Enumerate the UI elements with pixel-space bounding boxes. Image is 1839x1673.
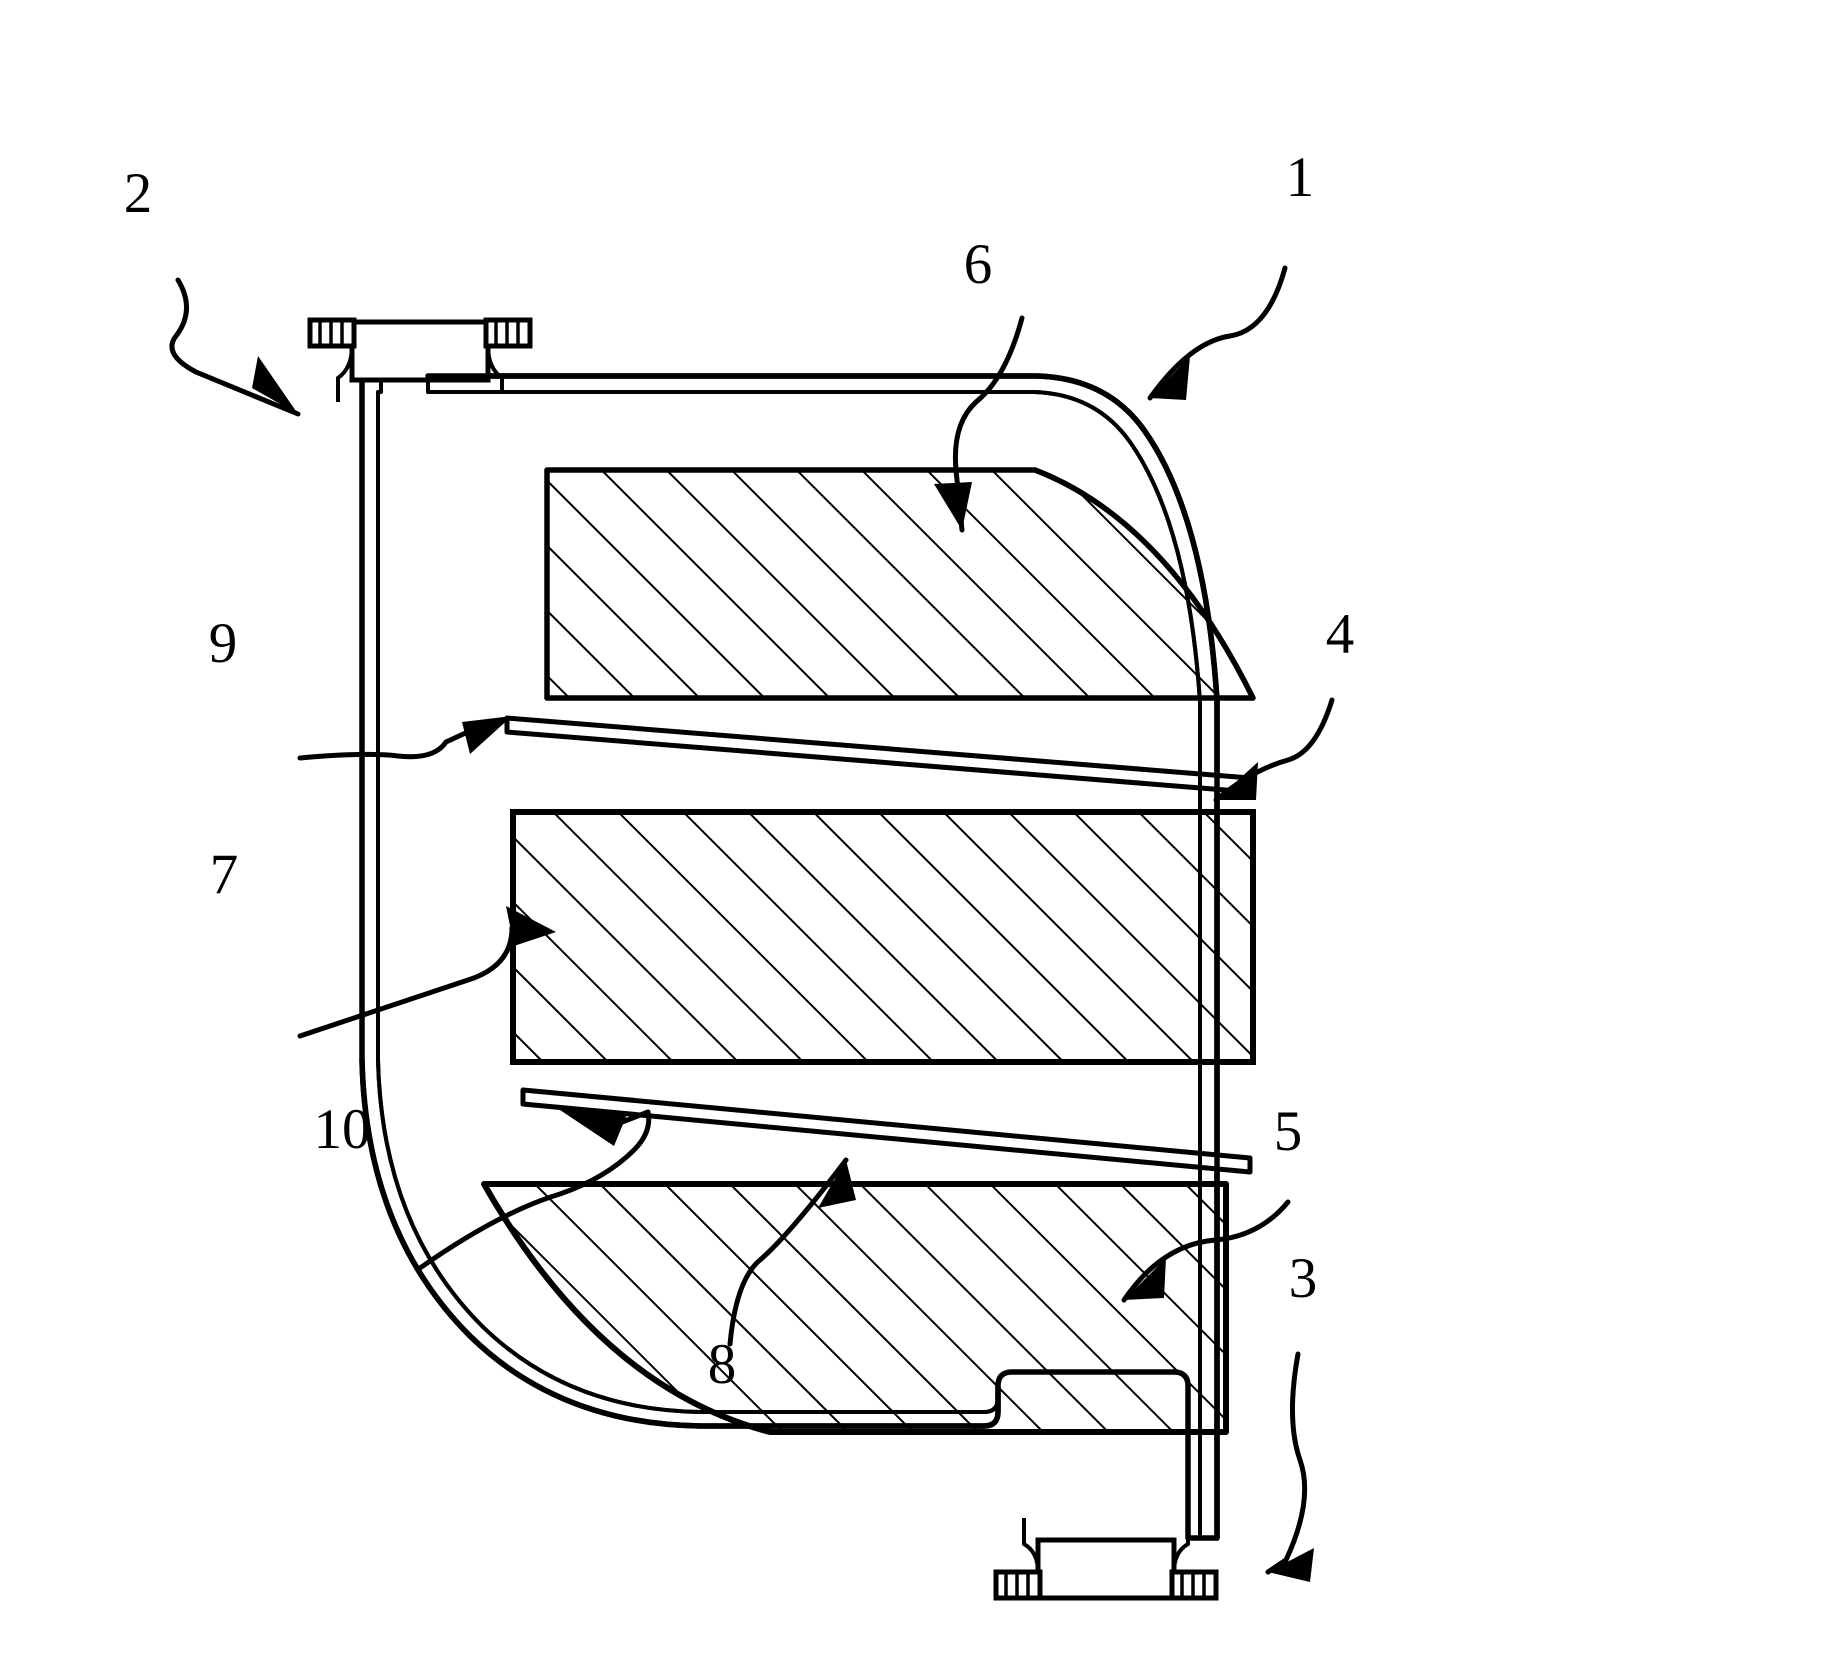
leader-10 [417, 1109, 652, 1271]
numeral-8: 8 [708, 1333, 737, 1396]
leader-3 [1265, 1351, 1308, 1575]
lower-module [481, 1181, 1229, 1435]
arrowhead-6 [934, 482, 972, 530]
arrowhead-4 [1216, 762, 1258, 800]
leader-1 [1147, 265, 1288, 401]
leader-8 [727, 1157, 849, 1347]
arrowhead-10 [560, 1110, 628, 1146]
leader-10b [609, 1109, 651, 1129]
reference-numerals: 1 2 3 4 5 6 7 8 9 10 [124, 146, 1355, 1396]
arrowhead-5 [1124, 1258, 1166, 1300]
numeral-6: 6 [964, 233, 993, 296]
leader-9 [297, 739, 449, 761]
leader-6 [952, 315, 1025, 533]
arrowhead-7 [506, 906, 556, 946]
leader-lines [169, 265, 1335, 1582]
leader-5 [1121, 1199, 1291, 1303]
numeral-7: 7 [210, 843, 239, 906]
middle-module-body [510, 809, 1256, 1065]
arrowhead-3 [1268, 1548, 1314, 1582]
numeral-4: 4 [1326, 603, 1355, 666]
shell-lower-left-outer-overlay [359, 1057, 1001, 1429]
upper-baffle-plate [504, 715, 1253, 795]
top-flange-port [307, 317, 533, 402]
lower-module-body [481, 1181, 1229, 1435]
leader-2 [169, 277, 301, 417]
middle-module [510, 809, 1256, 1065]
numeral-3: 3 [1289, 1247, 1318, 1310]
upper-module-body [544, 467, 1256, 701]
numeral-2: 2 [124, 162, 153, 225]
arrowhead-1 [1150, 356, 1190, 400]
numeral-10: 10 [314, 1098, 371, 1161]
numeral-9: 9 [209, 612, 238, 675]
numeral-5: 5 [1274, 1100, 1303, 1163]
lower-baffle-plate [520, 1087, 1253, 1175]
leader-7b [509, 925, 525, 933]
leader-9b [443, 727, 475, 745]
numeral-1: 1 [1286, 146, 1315, 209]
bottom-flange-port [993, 1518, 1219, 1601]
arrowhead-9 [462, 716, 512, 754]
shell-inner-contour-overlay [426, 390, 1202, 1540]
arrowhead-8 [818, 1160, 856, 1208]
shell-outer-contour-overlay [425, 373, 1220, 1541]
shell-lower-left-inner-overlay [376, 1058, 1000, 1414]
upper-module [544, 467, 1256, 701]
leader-7 [297, 919, 521, 1039]
arrowhead-2 [252, 356, 298, 414]
